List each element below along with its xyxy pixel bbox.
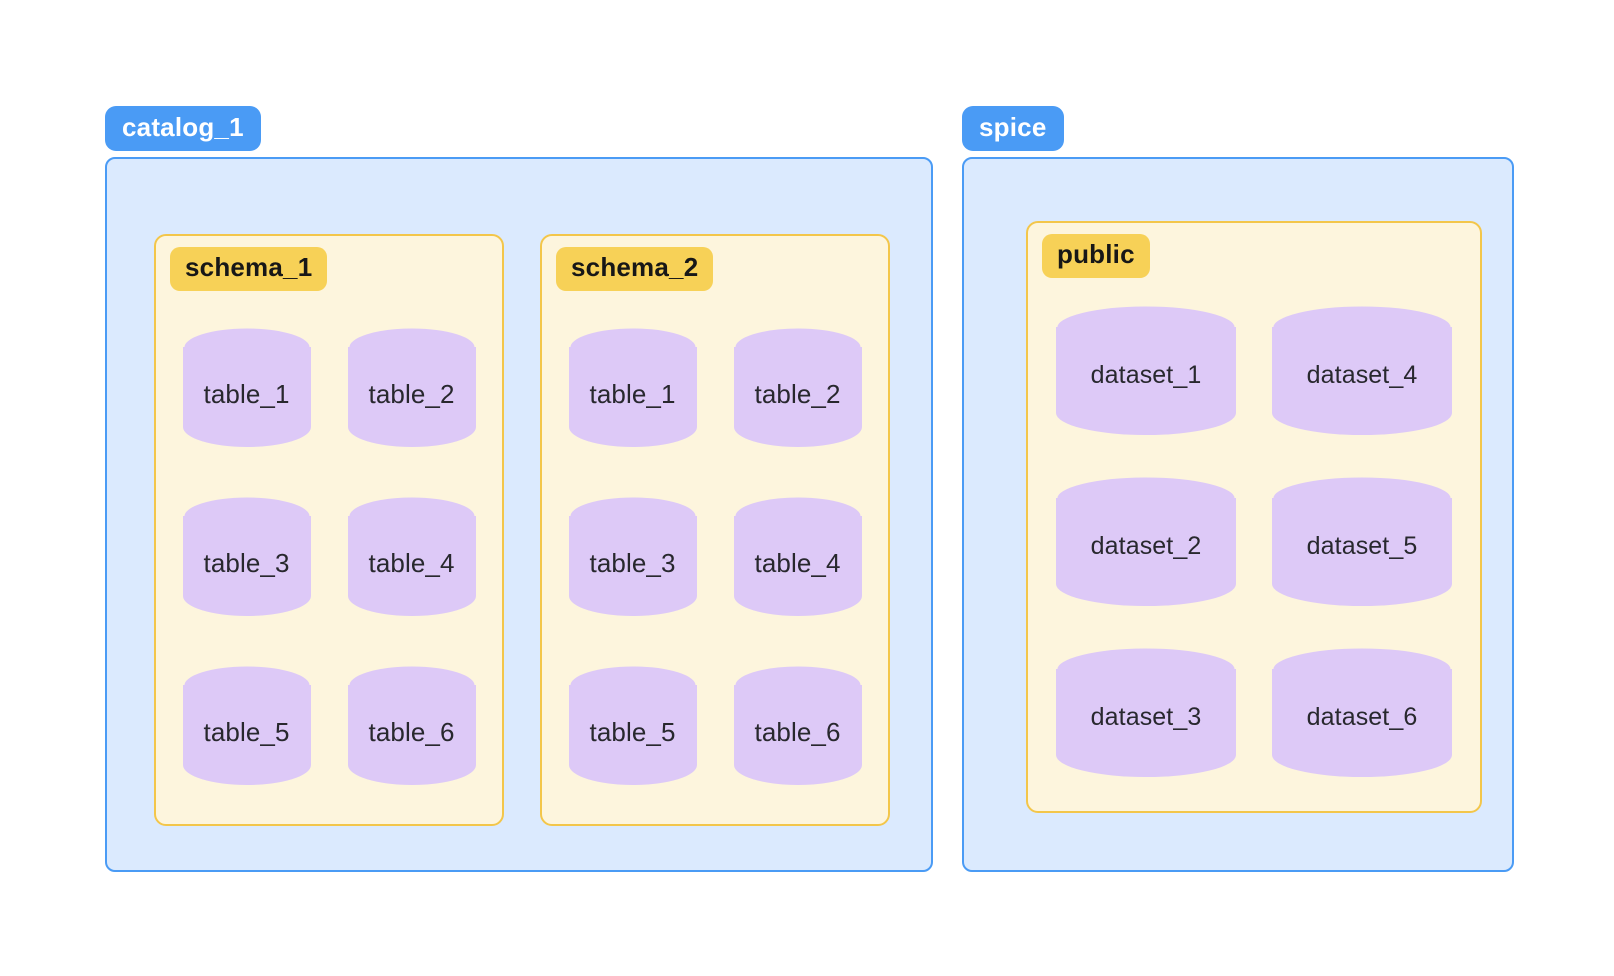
dataset-cylinder[interactable]: dataset_1 [1056,305,1236,436]
cylinder-icon [182,326,311,447]
object-grid-schema_2: table_1 table_2 ta [550,302,880,810]
schema-panel-public: public dataset_1 da [1026,221,1482,813]
catalog-group-catalog_1: catalog_1 schema_1 table_1 [105,106,933,872]
table-cylinder[interactable]: table_3 [568,495,697,616]
cylinder-icon [568,326,697,447]
object-grid-schema_1: table_1 table_2 ta [164,302,494,810]
cylinder-icon [347,495,476,616]
cylinder-icon [1272,305,1452,436]
schema-badge-schema_1[interactable]: schema_1 [170,247,328,291]
cylinder-icon [347,665,476,786]
dataset-cylinder[interactable]: dataset_2 [1056,475,1236,606]
dataset-cylinder[interactable]: dataset_5 [1272,475,1452,606]
object-grid-public: dataset_1 dataset_4 [1038,285,1470,797]
table-cylinder[interactable]: table_5 [568,665,697,786]
table-cylinder[interactable]: table_2 [347,326,476,447]
catalog-group-spice: spice public dataset_1 [962,106,1514,872]
cylinder-icon [568,665,697,786]
table-cylinder[interactable]: table_6 [733,665,862,786]
table-cylinder[interactable]: table_1 [182,326,311,447]
cylinder-icon [1056,475,1236,606]
cylinder-icon [733,326,862,447]
cylinder-icon [1056,305,1236,436]
cylinder-icon [733,495,862,616]
table-cylinder[interactable]: table_3 [182,495,311,616]
table-cylinder[interactable]: table_4 [733,495,862,616]
catalog-panel-catalog_1: schema_1 table_1 ta [105,157,933,872]
cylinder-icon [347,326,476,447]
schema-panel-schema_2: schema_2 table_1 ta [540,234,890,826]
cylinder-icon [1272,475,1452,606]
dataset-cylinder[interactable]: dataset_3 [1056,646,1236,777]
cylinder-icon [1272,646,1452,777]
cylinder-icon [733,665,862,786]
schema-badge-public[interactable]: public [1042,234,1150,278]
cylinder-icon [1056,646,1236,777]
dataset-cylinder[interactable]: dataset_4 [1272,305,1452,436]
table-cylinder[interactable]: table_6 [347,665,476,786]
schema-badge-schema_2[interactable]: schema_2 [556,247,714,291]
table-cylinder[interactable]: table_4 [347,495,476,616]
dataset-cylinder[interactable]: dataset_6 [1272,646,1452,777]
cylinder-icon [182,495,311,616]
table-cylinder[interactable]: table_1 [568,326,697,447]
catalog-panel-spice: public dataset_1 da [962,157,1514,872]
cylinder-icon [182,665,311,786]
catalog-badge-spice[interactable]: spice [962,106,1064,151]
table-cylinder[interactable]: table_2 [733,326,862,447]
table-cylinder[interactable]: table_5 [182,665,311,786]
cylinder-icon [568,495,697,616]
schema-panel-schema_1: schema_1 table_1 ta [154,234,504,826]
catalog-badge-catalog_1[interactable]: catalog_1 [105,106,261,151]
